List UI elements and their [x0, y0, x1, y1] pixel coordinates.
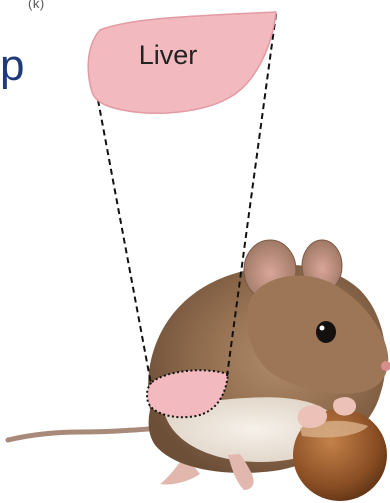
mouse-eye	[316, 321, 336, 343]
connector-left	[98, 100, 151, 384]
liver-label: Liver	[139, 40, 198, 70]
